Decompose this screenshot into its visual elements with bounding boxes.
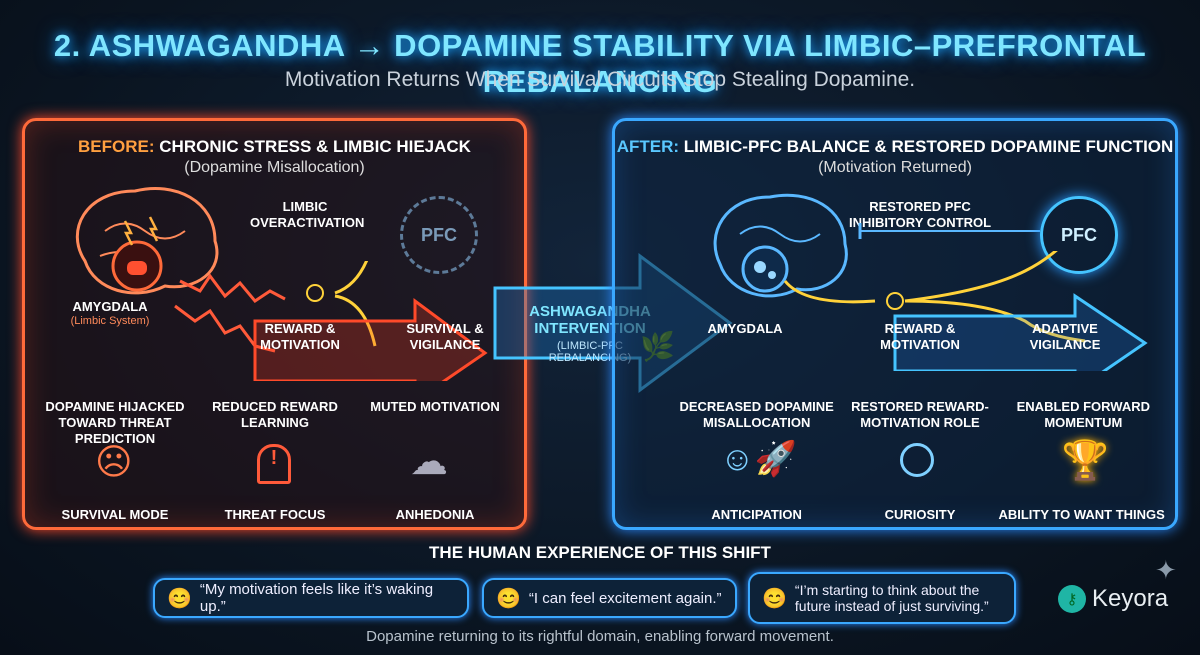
reward-motivation-label: REWARD & MOTIVATION <box>260 321 340 352</box>
brand-logo: ⚷ Keyora <box>1058 585 1168 613</box>
magnifier-icon <box>900 443 935 477</box>
after-panel: AFTER: LIMBIC-PFC BALANCE & RESTORED DOP… <box>612 118 1178 530</box>
sparkle-icon: ✦ <box>1155 555 1177 585</box>
smile-icon: 😊 <box>762 587 787 610</box>
effect-label: ANTICIPATION <box>711 507 802 522</box>
stressed-brain-icon <box>75 186 219 295</box>
effect-title: RESTORED REWARD-MOTIVATION ROLE <box>851 399 989 430</box>
amygdala-label: AMYGDALA <box>707 321 783 336</box>
effect-curiosity: RESTORED REWARD-MOTIVATION ROLE CURIOSIT… <box>838 399 1001 524</box>
amygdala-label: AMYGDALA <box>72 299 148 314</box>
effect-title: DECREASED DOPAMINE MISALLOCATION <box>679 399 834 430</box>
effect-label: ABILITY TO WANT THINGS <box>998 507 1165 522</box>
page-title: 2. ASHWAGANDHA → DOPAMINE STABILITY VIA … <box>53 28 1147 99</box>
effect-survival-mode: DOPAMINE HIJACKED TOWARD THREAT PREDICTI… <box>35 399 195 524</box>
key-icon: ⚷ <box>1058 585 1086 613</box>
pfc-active-node: PFC <box>1040 196 1118 274</box>
reward-motivation-label: REWARD & MOTIVATION <box>880 321 960 352</box>
quote-bubble: 😊 “My motivation feels like it’s waking u… <box>153 578 469 618</box>
cloud-trophy-icon: ☁ <box>410 441 448 483</box>
dopamine-hijack-arrows <box>174 261 488 381</box>
inhibitory-control-line <box>858 223 1040 239</box>
effect-label: SURVIVAL MODE <box>61 507 169 522</box>
smile-icon: 😊 <box>496 587 521 610</box>
effect-anticipation: DECREASED DOPAMINE MISALLOCATION ☺🚀 ANTI… <box>675 399 838 524</box>
effect-title: ENABLED FORWARD MOMENTUM <box>1016 399 1150 430</box>
quote-bubble: 😊 “I can feel excitement again.” <box>482 578 737 618</box>
effect-title: MUTED MOTIVATION <box>370 399 500 414</box>
after-subheading: (Motivation Returned) <box>818 159 972 176</box>
effect-label: THREAT FOCUS <box>224 507 326 522</box>
limbic-overactivation-label: LIMBIC OVERACTIVATION <box>250 199 365 230</box>
restored-control-label: RESTORED PFC INHIBITORY CONTROL <box>848 199 992 230</box>
adaptive-vigilance-label: ADAPTIVE VIGILANCE <box>1029 321 1101 352</box>
intervention-subtitle: (LIMBIC-PFC REBALANCING) <box>548 340 632 364</box>
smile-icon: 😊 <box>167 587 192 610</box>
brand-name: Keyora <box>1092 585 1169 612</box>
quote-text: “I’m starting to think about the future … <box>794 582 989 614</box>
effect-ability-to-want: ENABLED FORWARD MOMENTUM 🏆 ABILITY TO WA… <box>998 399 1165 524</box>
after-heading: AFTER: LIMBIC-PFC BALANCE & RESTORED DOP… <box>616 137 1174 156</box>
person-rocket-icon: ☺🚀 <box>720 440 798 478</box>
effect-label: ANHEDONIA <box>395 507 475 522</box>
limbic-system-label: (Limbic System) <box>70 315 150 327</box>
quote-bubble: 😊 “I’m starting to think about the future… <box>748 572 1016 624</box>
pfc-dimmed-node: PFC <box>400 196 478 274</box>
footer-caption: Dopamine returning to its rightful domai… <box>366 628 834 645</box>
before-subheading: (Dopamine Misallocation) <box>184 159 365 176</box>
quote-text: “My motivation feels like it’s waking up… <box>199 581 434 615</box>
survival-vigilance-label: SURVIVAL & VIGILANCE <box>406 321 484 352</box>
after-effects: DECREASED DOPAMINE MISALLOCATION ☺🚀 ANTI… <box>675 399 1165 524</box>
effect-title: REDUCED REWARD LEARNING <box>212 399 338 430</box>
before-heading: BEFORE: CHRONIC STRESS & LIMBIC HIEJACK <box>78 137 471 156</box>
effect-title: DOPAMINE HIJACKED TOWARD THREAT PREDICTI… <box>45 399 185 446</box>
before-effects: DOPAMINE HIJACKED TOWARD THREAT PREDICTI… <box>35 399 515 524</box>
quote-text: “I can feel excitement again.” <box>528 589 722 607</box>
experience-heading: THE HUMAN EXPERIENCE OF THIS SHIFT <box>429 543 771 562</box>
trophy-icon: 🏆 <box>1061 440 1109 482</box>
page-subtitle: Motivation Returns When Survival Circuit… <box>284 68 916 91</box>
effect-label: CURIOSITY <box>884 507 956 522</box>
alarm-icon: ! <box>257 444 291 484</box>
calm-brain-icon <box>713 193 848 298</box>
effect-threat-focus: REDUCED REWARD LEARNING ! THREAT FOCUS <box>195 399 355 524</box>
before-panel: BEFORE: CHRONIC STRESS & LIMBIC HIEJACK … <box>22 118 527 530</box>
effect-anhedonia: MUTED MOTIVATION ☁ ANHEDONIA <box>355 399 515 524</box>
dopamine-flow-arrows <box>783 251 1148 371</box>
stressed-face-icon: ☹ <box>95 441 133 482</box>
